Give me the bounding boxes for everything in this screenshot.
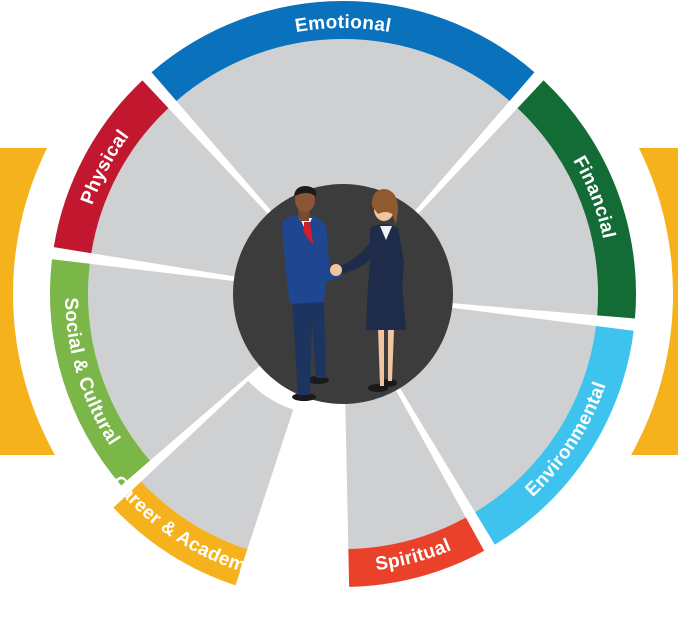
band-financial: [517, 80, 637, 319]
band-career-academic: [113, 481, 248, 586]
center-hub: [233, 184, 453, 404]
handshake-illustration: [282, 186, 406, 401]
wedge-spiritual: [345, 388, 466, 549]
wedge-environmental: [398, 307, 596, 513]
band-physical: [53, 80, 169, 254]
wedge-career-academic: [141, 380, 294, 550]
wedge-physical: [91, 108, 270, 277]
left-bracket: [0, 148, 55, 455]
businessman-figure: [282, 186, 342, 401]
band-emotional: [151, 1, 535, 101]
band-environmental: [475, 325, 634, 545]
band-social-cultural: [50, 259, 150, 486]
wedge-emotional: [176, 39, 510, 213]
band-spiritual: [348, 517, 485, 587]
businesswoman-figure: [330, 189, 406, 392]
wedge-financial: [416, 108, 598, 316]
wedge-social-cultural: [87, 263, 262, 461]
label-emotional: Emotional: [294, 12, 393, 37]
right-bracket: [631, 148, 678, 455]
